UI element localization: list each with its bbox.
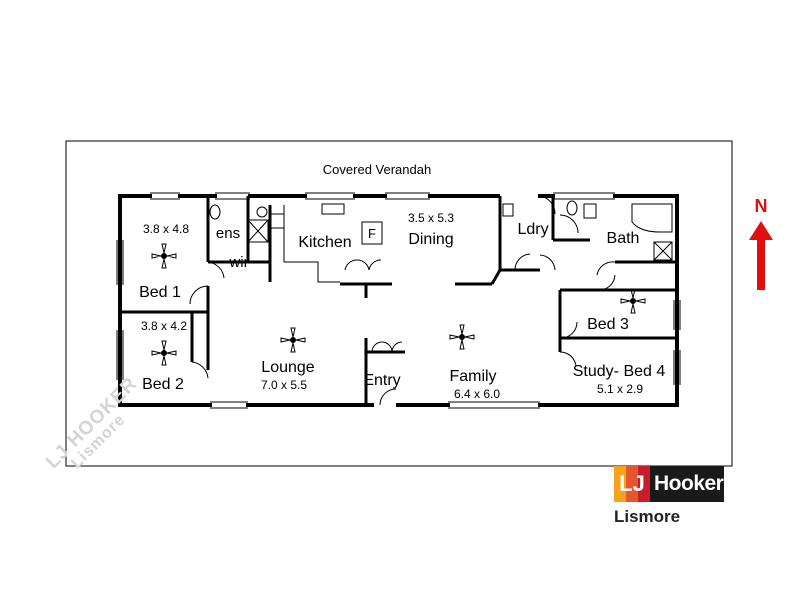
- bed2-dims: 3.8 x 4.2: [141, 319, 187, 333]
- bed1-label: Bed 1: [139, 284, 181, 301]
- bath-shower: [653, 241, 673, 261]
- office-name: Lismore: [614, 507, 681, 526]
- kitchen-bench: [283, 205, 340, 283]
- bed2-label: Bed 2: [142, 376, 184, 393]
- family-label: Family: [449, 368, 496, 385]
- fan-icon: [620, 288, 646, 314]
- family-dims: 6.4 x 6.0: [454, 387, 500, 401]
- logo-wordmark: Hooker: [654, 472, 724, 495]
- dining-label: Dining: [408, 231, 453, 248]
- fridge: [361, 221, 383, 245]
- vanity: [583, 203, 597, 219]
- exterior-walls: [118, 194, 679, 407]
- fridge-label: F: [368, 226, 376, 241]
- lounge-dims: 7.0 x 5.5: [261, 378, 307, 392]
- kitchen-label: Kitchen: [298, 234, 351, 251]
- door-swings: [189, 195, 616, 406]
- study-label: Study- Bed 4: [573, 363, 666, 380]
- fan-icon: [151, 340, 177, 366]
- logo-mark: LJ: [614, 466, 650, 502]
- shower: [247, 219, 269, 243]
- verandah-boundary: [65, 140, 733, 467]
- laundry-tub: [502, 203, 514, 217]
- stove: [269, 213, 285, 229]
- ldry-label: Ldry: [517, 221, 548, 238]
- laundry-toilet-icon: [566, 200, 578, 216]
- fan-icon: [151, 243, 177, 269]
- dining-dims: 3.5 x 5.3: [408, 211, 454, 225]
- lounge-label: Lounge: [261, 359, 314, 376]
- logo-mark-text: LJ: [619, 471, 645, 496]
- basin-icon: [256, 206, 268, 218]
- lj-hooker-logo: LJ Hooker: [614, 466, 724, 502]
- ens-label: ens: [216, 225, 240, 242]
- ceiling-fans: [151, 243, 646, 366]
- north-label: N: [755, 196, 768, 216]
- sink: [321, 203, 345, 215]
- north-arrow-icon: [749, 221, 773, 290]
- verandah-label: Covered Verandah: [323, 162, 431, 177]
- toilet-icon: [209, 204, 221, 220]
- bath-label: Bath: [607, 230, 640, 247]
- study-dims: 5.1 x 2.9: [597, 382, 643, 396]
- windows: [116, 192, 681, 409]
- bed1-dims: 3.8 x 4.8: [143, 222, 189, 236]
- entry-label: Entry: [363, 372, 400, 389]
- fixtures: [209, 200, 673, 283]
- fan-icon: [280, 327, 306, 353]
- bed3-label: Bed 3: [587, 316, 629, 333]
- fan-icon: [449, 324, 475, 350]
- bathtub: [631, 203, 673, 233]
- wir-label: wir: [228, 254, 248, 271]
